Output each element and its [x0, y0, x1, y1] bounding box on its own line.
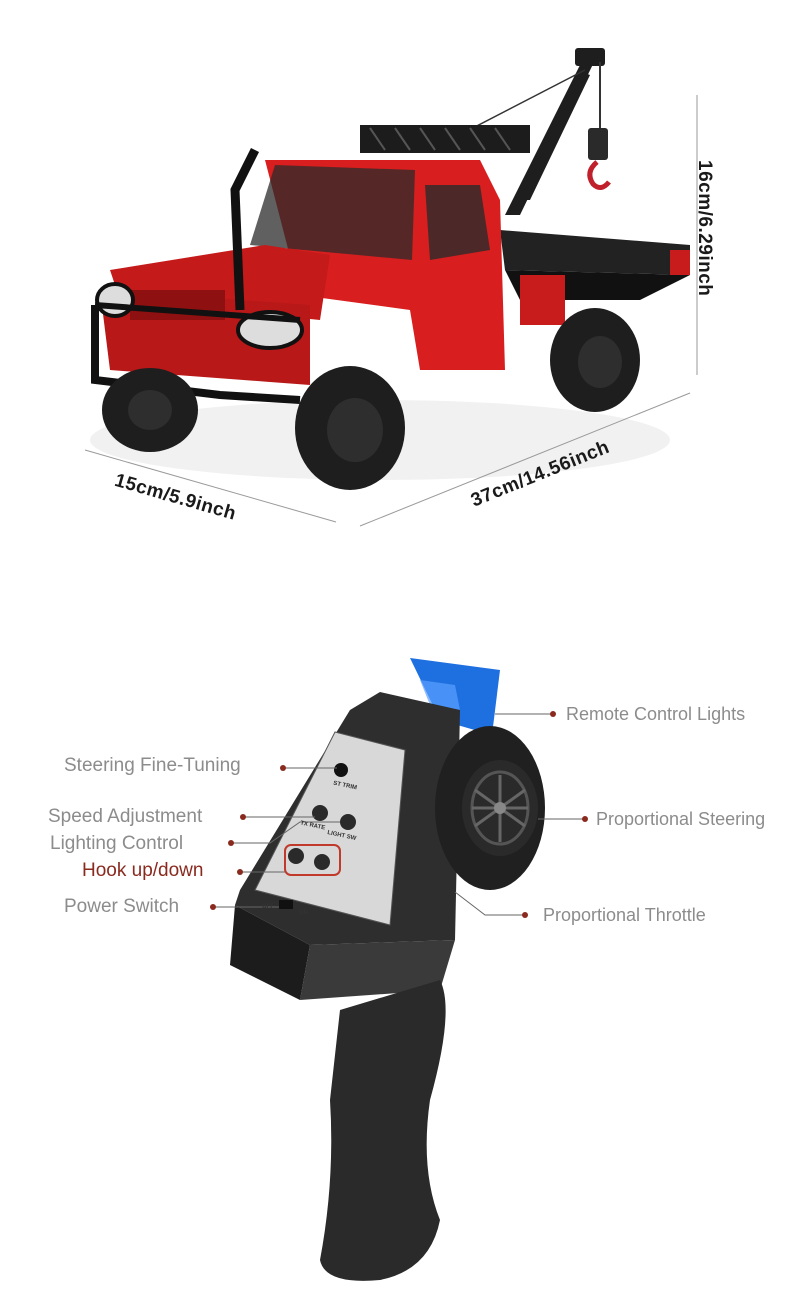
power-switch-label: Power Switch	[64, 896, 180, 917]
control-panel	[254, 731, 406, 926]
lighting-control-label: Lighting Control	[50, 833, 184, 854]
proportional-steering-label: Proportional Steering	[596, 809, 766, 829]
remote-grip	[320, 980, 446, 1281]
on-label: ON	[299, 910, 308, 916]
remote-control-image	[210, 658, 588, 1281]
steering-wheel	[435, 726, 545, 890]
crane-boom	[439, 48, 611, 215]
dimension-lines	[84, 95, 698, 527]
off-label: OFF	[262, 904, 274, 910]
height-dimension-label: 16cm/6.29inch	[694, 160, 715, 297]
rc-tow-truck-image	[84, 48, 698, 527]
speed-adjustment-label: Speed Adjustment	[48, 806, 203, 827]
steering-fine-tuning-label: Steering Fine-Tuning	[64, 755, 241, 776]
proportional-throttle-label: Proportional Throttle	[543, 905, 706, 925]
hook-up-down-label: Hook up/down	[82, 860, 204, 881]
callout-lines	[215, 713, 585, 916]
remote-control-lights-label: Remote Control Lights	[566, 704, 746, 724]
truck-wheels	[102, 308, 640, 490]
